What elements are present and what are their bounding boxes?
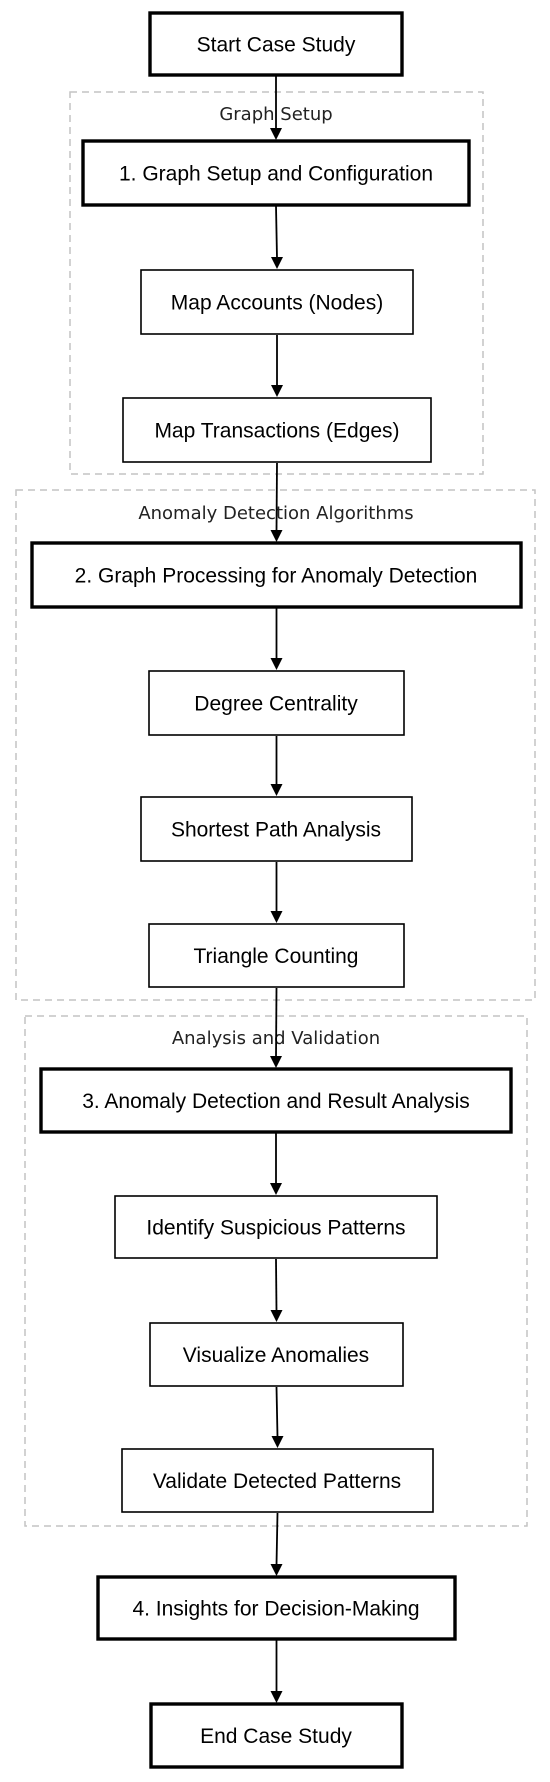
node-degree-centrality: Degree Centrality bbox=[148, 670, 405, 736]
node-shortest-path-box bbox=[140, 796, 413, 862]
edge-visualize-anomalies-to-validate-patterns bbox=[275, 1386, 279, 1438]
node-map-transactions-box bbox=[122, 397, 432, 463]
node-start-label: Start Case Study bbox=[197, 34, 356, 57]
node-visualize-anomalies-label: Visualize Anomalies bbox=[183, 1344, 369, 1367]
node-step1-box bbox=[81, 139, 471, 207]
node-map-transactions-label: Map Transactions (Edges) bbox=[154, 420, 399, 443]
arrowhead-triangle-counting bbox=[270, 911, 283, 923]
arrowhead-map-transactions bbox=[271, 385, 283, 397]
edge-validate-patterns-to-step4 bbox=[275, 1512, 279, 1566]
node-step1-label: 1. Graph Setup and Configuration bbox=[119, 163, 433, 186]
node-shortest-path: Shortest Path Analysis bbox=[140, 796, 413, 862]
node-map-accounts-label: Map Accounts (Nodes) bbox=[171, 292, 383, 315]
node-degree-centrality-label: Degree Centrality bbox=[194, 693, 358, 716]
node-step4: 4. Insights for Decision-Making bbox=[96, 1575, 457, 1641]
node-validate-patterns-box bbox=[121, 1448, 434, 1513]
node-step4-label: 4. Insights for Decision-Making bbox=[132, 1598, 419, 1621]
node-validate-patterns-label: Validate Detected Patterns bbox=[153, 1470, 401, 1493]
edge-triangle-counting-to-step3 bbox=[275, 987, 278, 1058]
node-validate-patterns: Validate Detected Patterns bbox=[121, 1448, 434, 1513]
node-visualize-anomalies-box bbox=[149, 1322, 404, 1387]
node-step3: 3. Anomaly Detection and Result Analysis bbox=[39, 1067, 513, 1134]
node-triangle-counting-label: Triangle Counting bbox=[194, 945, 359, 968]
edge-step1-to-map-accounts bbox=[275, 205, 278, 259]
node-identify-patterns: Identify Suspicious Patterns bbox=[114, 1195, 438, 1259]
arrowhead-map-accounts bbox=[271, 257, 283, 269]
arrowhead-end bbox=[270, 1691, 283, 1703]
node-shortest-path-label: Shortest Path Analysis bbox=[171, 819, 381, 842]
node-degree-centrality-box bbox=[148, 670, 405, 736]
node-map-transactions: Map Transactions (Edges) bbox=[122, 397, 432, 463]
node-step3-box bbox=[39, 1067, 513, 1134]
node-step3-label: 3. Anomaly Detection and Result Analysis bbox=[82, 1090, 470, 1113]
arrowhead-step4 bbox=[270, 1564, 283, 1576]
arrowhead-step2 bbox=[270, 530, 283, 542]
node-end-box bbox=[149, 1702, 404, 1769]
node-step4-box bbox=[96, 1575, 457, 1641]
node-step2-box bbox=[30, 541, 523, 609]
node-triangle-counting: Triangle Counting bbox=[148, 923, 405, 988]
arrowhead-identify-patterns bbox=[270, 1183, 282, 1195]
node-end: End Case Study bbox=[149, 1702, 404, 1769]
node-identify-patterns-box bbox=[114, 1195, 438, 1259]
edge-layer bbox=[270, 76, 284, 1703]
node-step2: 2. Graph Processing for Anomaly Detectio… bbox=[30, 541, 523, 609]
node-end-label: End Case Study bbox=[200, 1725, 352, 1748]
node-start-box bbox=[148, 11, 404, 77]
node-map-accounts-box bbox=[140, 269, 414, 335]
node-step2-label: 2. Graph Processing for Anomaly Detectio… bbox=[75, 565, 478, 588]
node-identify-patterns-label: Identify Suspicious Patterns bbox=[146, 1217, 405, 1240]
edge-map-transactions-to-step2 bbox=[275, 462, 278, 532]
arrowhead-degree-centrality bbox=[270, 658, 283, 670]
node-start: Start Case Study bbox=[148, 11, 404, 77]
arrowhead-step3 bbox=[270, 1056, 282, 1068]
node-triangle-counting-box bbox=[148, 923, 405, 988]
edge-identify-patterns-to-visualize-anomalies bbox=[275, 1258, 278, 1312]
arrowhead-shortest-path bbox=[270, 784, 283, 796]
node-step1: 1. Graph Setup and Configuration bbox=[81, 139, 471, 207]
arrowhead-step1 bbox=[270, 128, 282, 140]
node-map-accounts: Map Accounts (Nodes) bbox=[140, 269, 414, 335]
node-visualize-anomalies: Visualize Anomalies bbox=[149, 1322, 404, 1387]
arrowhead-visualize-anomalies bbox=[270, 1310, 283, 1322]
arrowhead-validate-patterns bbox=[271, 1436, 284, 1448]
cluster-analysis-validation-box bbox=[24, 1015, 528, 1527]
cluster-anomaly-detection-box bbox=[15, 489, 536, 1001]
